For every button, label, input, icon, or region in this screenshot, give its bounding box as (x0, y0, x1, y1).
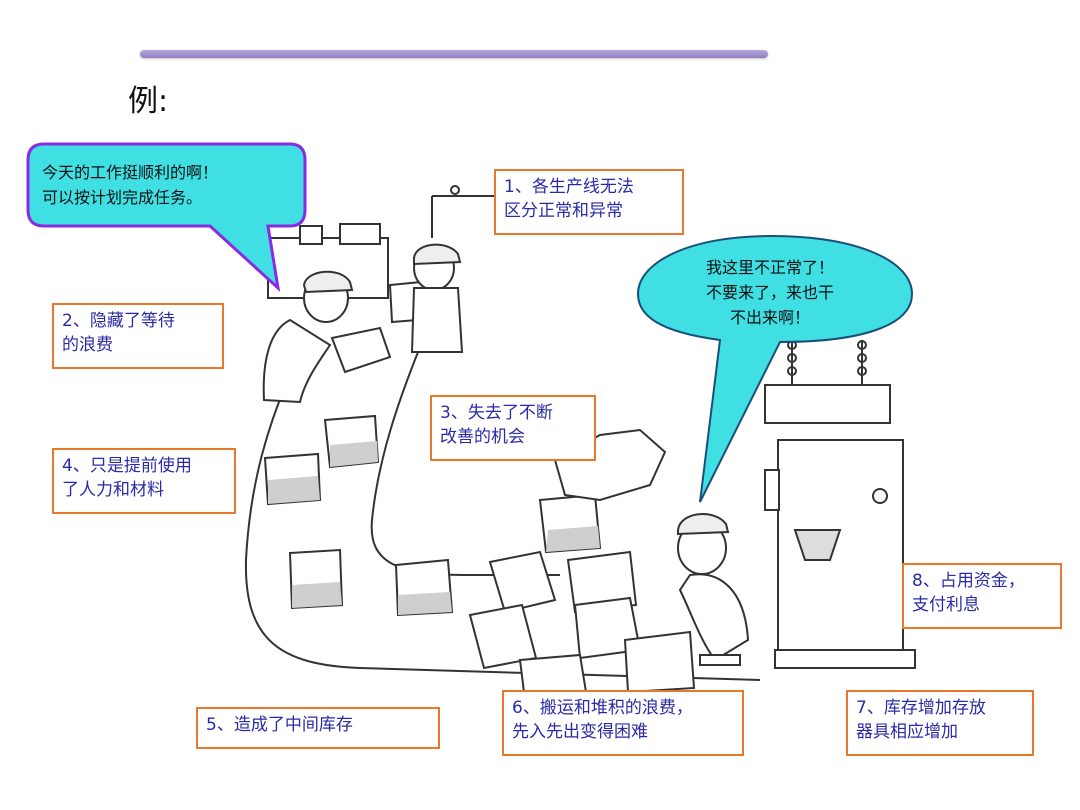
label-line: 5、造成了中间库存 (206, 715, 353, 735)
label-line: 7、库存增加存放 (856, 698, 986, 718)
label-line: 8、占用资金， (912, 571, 1025, 591)
label-line: 改善的机会 (440, 427, 525, 447)
label-line: 1、各生产线无法 (504, 177, 634, 197)
label-line: 的浪费 (62, 335, 113, 355)
speech-right-line: 不出来啊！ (729, 308, 810, 327)
label-3: 3、失去了不断 改善的机会 (430, 395, 596, 461)
speech-right-line: 我这里不正常了！ (705, 258, 834, 277)
label-6: 6、搬运和堆积的浪费， 先入先出变得困难 (502, 690, 744, 756)
page-title: 例: (128, 84, 169, 119)
press-machine (764, 340, 916, 669)
box (518, 653, 588, 693)
label-7: 7、库存增加存放 器具相应增加 (846, 690, 1034, 756)
label-line: 6、搬运和堆积的浪费， (512, 698, 693, 718)
label-1: 1、各生产线无法 区分正常和异常 (494, 169, 684, 235)
label-line: 支付利息 (912, 595, 980, 615)
label-8: 8、占用资金， 支付利息 (902, 563, 1062, 629)
box (488, 550, 557, 614)
speech-left-text: 今天的工作挺顺利的啊！ 可以按计划完成任务。 (42, 160, 218, 210)
label-line: 区分正常和异常 (504, 201, 623, 221)
box (330, 326, 392, 374)
title-bar (140, 50, 768, 58)
label-line: 4、只是提前使用 (62, 456, 192, 476)
speech-left-line: 可以按计划完成任务。 (42, 188, 203, 207)
label-4: 4、只是提前使用 了人力和材料 (52, 448, 236, 514)
worker-middle (410, 243, 464, 353)
box (566, 550, 638, 614)
label-2: 2、隐藏了等待 的浪费 (52, 303, 224, 369)
worker-right (677, 512, 750, 666)
speech-right-line: 不要来了，来也干 (705, 283, 834, 302)
label-5: 5、造成了中间库存 (196, 707, 440, 749)
speech-right-text: 我这里不正常了！ 不要来了，来也干 不出来啊！ (680, 255, 860, 330)
machine-top-left (267, 185, 496, 299)
speech-bubble-left (26, 142, 307, 293)
label-line: 3、失去了不断 (440, 403, 553, 423)
label-line: 2、隐藏了等待 (62, 311, 175, 331)
label-line: 了人力和材料 (62, 480, 164, 500)
speech-left-line: 今天的工作挺顺利的啊！ (42, 163, 219, 182)
label-line: 先入先出变得困难 (512, 722, 648, 742)
label-line: 器具相应增加 (856, 722, 958, 742)
box (623, 630, 696, 694)
speech-bubble-right (636, 234, 914, 503)
worker-left (262, 270, 354, 404)
